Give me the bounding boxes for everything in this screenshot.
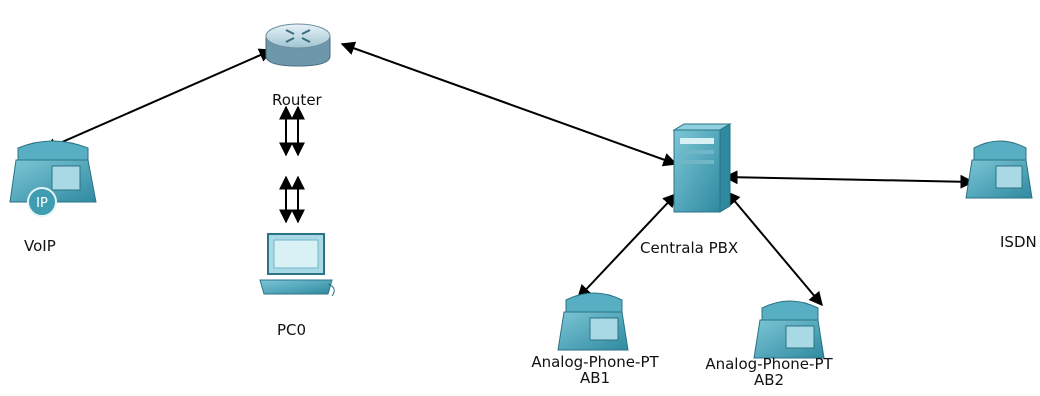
link-pbx-ab1[interactable] bbox=[577, 192, 677, 300]
pbx-server-icon[interactable] bbox=[672, 123, 732, 213]
isdn-label: ISDN bbox=[1000, 233, 1037, 251]
pc-icon[interactable] bbox=[259, 233, 335, 297]
voip-label: VoIP bbox=[24, 237, 56, 255]
ab2-label: Analog-Phone-PT AB2 bbox=[692, 356, 846, 388]
phone-icon[interactable] bbox=[965, 140, 1033, 199]
ab1-label-line1: Analog-Phone-PT bbox=[531, 353, 659, 371]
phone-icon[interactable] bbox=[753, 300, 825, 359]
pbx-label: Centrala PBX bbox=[640, 239, 739, 257]
ab1-label-line2: AB1 bbox=[579, 369, 611, 387]
link-router-pbx[interactable] bbox=[340, 41, 678, 167]
svg-text:IP: IP bbox=[36, 196, 48, 211]
link-router-pc0[interactable] bbox=[279, 105, 305, 224]
phone-icon[interactable] bbox=[557, 292, 629, 351]
link-pbx-isdn[interactable] bbox=[723, 170, 975, 189]
connections bbox=[42, 41, 975, 307]
ab1-label: Analog-Phone-PT AB1 bbox=[518, 354, 672, 386]
ip-phone-icon[interactable]: IP bbox=[9, 140, 97, 217]
router-icon[interactable] bbox=[265, 23, 331, 67]
pc0-label: PC0 bbox=[277, 321, 307, 339]
link-router-voip[interactable] bbox=[42, 48, 274, 152]
link-pbx-ab2[interactable] bbox=[726, 190, 823, 307]
ab2-label-line1: Analog-Phone-PT bbox=[705, 355, 833, 373]
ab2-label-line2: AB2 bbox=[753, 371, 785, 389]
router-label: Router bbox=[272, 91, 322, 109]
